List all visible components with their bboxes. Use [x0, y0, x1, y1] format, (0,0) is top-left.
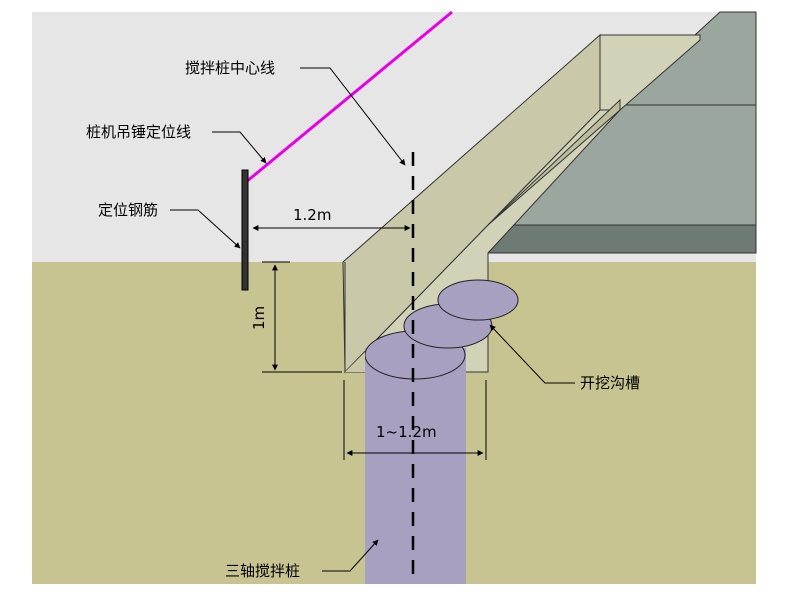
label-center-line: 搅拌桩中心线	[185, 59, 275, 77]
label-pile: 三轴搅拌桩	[225, 562, 300, 580]
dim-offset: 1.2m	[293, 206, 331, 224]
leader-rebar	[170, 209, 241, 249]
dim-width: 1~1.2m	[376, 423, 437, 441]
dim-depth: 1m	[250, 306, 268, 330]
pile-top-ellipse-3	[437, 279, 519, 321]
leader-pile	[322, 539, 379, 572]
platform-side	[487, 224, 757, 254]
label-rebar: 定位钢筋	[98, 201, 158, 219]
leader-hammer-line	[212, 131, 267, 164]
label-hammer-line: 桩机吊锤定位线	[86, 123, 191, 141]
leader-center-line	[300, 67, 406, 166]
leader-trench	[489, 324, 575, 384]
hammer-line-magenta	[245, 10, 453, 184]
label-trench: 开挖沟槽	[580, 374, 640, 392]
trench-right-wall	[487, 98, 621, 226]
pile-column	[365, 348, 466, 584]
rebar-bar	[241, 169, 249, 291]
